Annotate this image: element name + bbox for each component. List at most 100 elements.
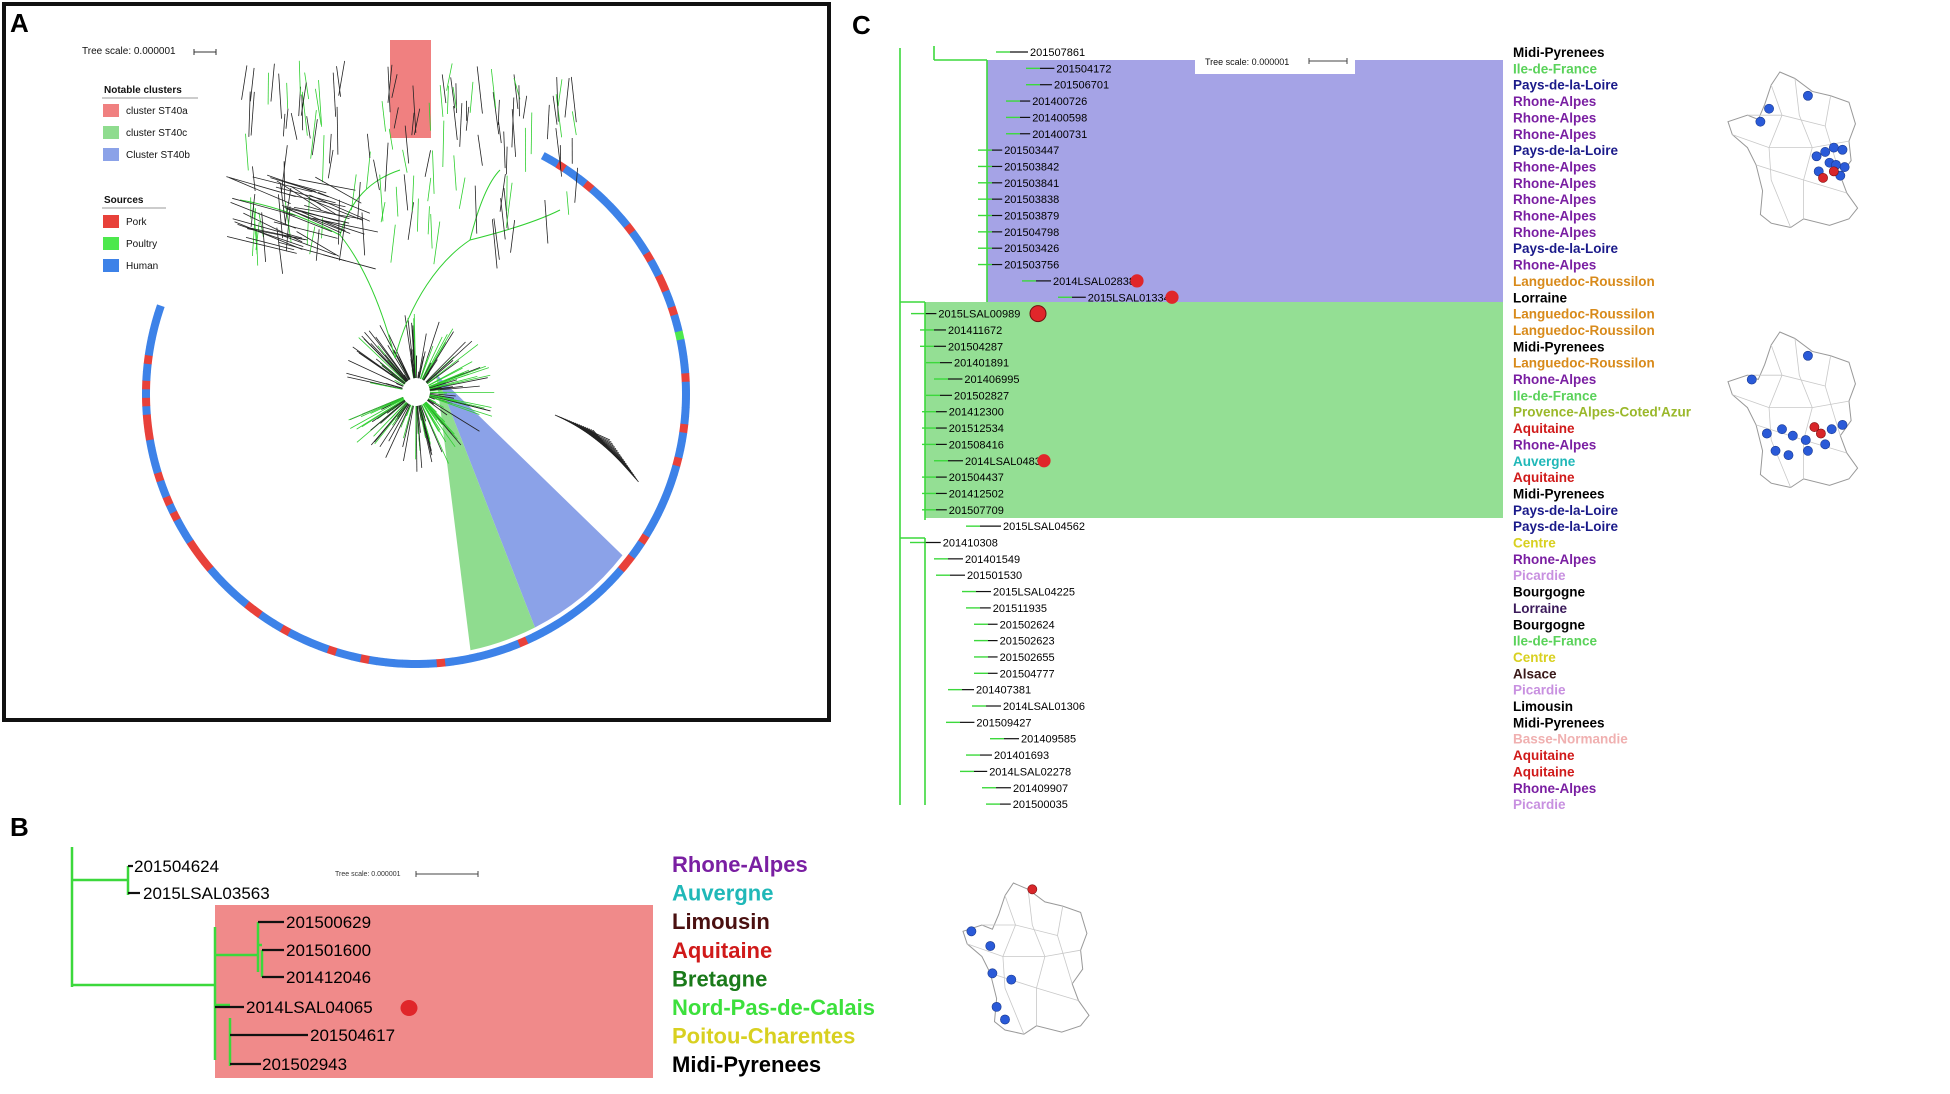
human-isolate-marker bbox=[1838, 420, 1847, 429]
panel-c-region: Rhone-Alpes bbox=[1513, 372, 1596, 387]
tree-branch bbox=[329, 134, 331, 163]
human-isolate-marker bbox=[1803, 446, 1812, 455]
tree-branch bbox=[425, 150, 430, 177]
panel-c-leaf-label: 201409585 bbox=[1021, 734, 1076, 746]
tree-branch bbox=[246, 134, 249, 171]
ring-segment bbox=[385, 658, 395, 667]
tree-branch bbox=[404, 174, 408, 210]
tree-branch bbox=[382, 101, 386, 131]
panel-c-region: Rhone-Alpes bbox=[1513, 225, 1596, 240]
tree-branch bbox=[428, 178, 431, 201]
panel-c-leaf-label: 201400598 bbox=[1032, 112, 1087, 124]
tree-branch bbox=[367, 134, 369, 158]
panel-c-green-highlight bbox=[925, 302, 1503, 518]
panel-c-region: Picardie bbox=[1513, 568, 1566, 583]
panel-c-leaf-label: 201503838 bbox=[1004, 194, 1059, 206]
tree-branch bbox=[531, 113, 532, 155]
legend-swatch-poultry bbox=[103, 237, 119, 250]
legend-label-poultry: Poultry bbox=[126, 239, 157, 250]
tree-branch bbox=[447, 86, 448, 114]
tree-branch bbox=[506, 147, 507, 175]
ring-segment bbox=[444, 657, 454, 666]
tree-branch bbox=[262, 212, 266, 262]
panel-c-region: Bourgogne bbox=[1513, 617, 1585, 632]
human-isolate-marker bbox=[1801, 435, 1810, 444]
circular-phylogenetic-tree bbox=[226, 61, 638, 482]
panel-b-highlight bbox=[215, 905, 653, 1078]
clusters-legend-title: Notable clusters bbox=[104, 85, 182, 96]
panel-b-leaf: 201501600 bbox=[286, 941, 371, 960]
panel-c-region: Rhone-Alpes bbox=[1513, 127, 1596, 142]
tree-branch bbox=[291, 113, 297, 140]
panel-c-region: Bourgogne bbox=[1513, 585, 1585, 600]
tree-branch bbox=[374, 160, 380, 190]
panel-c-leaf-label: 2014LSAL01306 bbox=[1003, 701, 1085, 713]
panel-c-leaf-label: 201503879 bbox=[1004, 211, 1059, 223]
ring-segment bbox=[680, 364, 689, 374]
ring-segment bbox=[145, 431, 154, 441]
panel-c-region: Picardie bbox=[1513, 797, 1566, 812]
tree-branch bbox=[371, 398, 404, 414]
tree-branch bbox=[417, 199, 418, 232]
tree-branch bbox=[385, 143, 388, 192]
panel-b-scale-text: Tree scale: 0.000001 bbox=[335, 871, 401, 878]
human-isolate-marker bbox=[1007, 975, 1016, 984]
panel-c-region: Rhone-Alpes bbox=[1513, 94, 1596, 109]
tree-branch bbox=[454, 155, 456, 190]
tree-branch bbox=[287, 83, 288, 109]
ring-segment bbox=[679, 424, 688, 434]
ring-segment bbox=[402, 660, 411, 668]
panel-c-region: Pays-de-la-Loire bbox=[1513, 503, 1619, 518]
panel-a: A Tree scale: 0.000001 Notable clusters … bbox=[4, 4, 829, 720]
panel-c-region: Centre bbox=[1513, 536, 1556, 551]
tree-branch bbox=[519, 85, 520, 116]
panel-b-france-map bbox=[963, 883, 1089, 1034]
france-outline bbox=[1728, 332, 1858, 488]
panel-c-region: Basse-Normandie bbox=[1513, 732, 1628, 747]
tree-branch bbox=[593, 430, 639, 482]
panel-b-leaf: 201500629 bbox=[286, 913, 371, 932]
ring-segment bbox=[682, 382, 690, 391]
panel-c-region: Languedoc-Roussilon bbox=[1513, 274, 1655, 289]
panel-c-region: Languedoc-Roussilon bbox=[1513, 356, 1655, 371]
panel-c-leaf-label: 2014LSAL04833 bbox=[965, 456, 1047, 468]
tree-branch bbox=[504, 131, 505, 168]
human-isolate-marker bbox=[1827, 425, 1836, 434]
ring-segment bbox=[144, 354, 153, 364]
panel-c-leaf-label: 201503756 bbox=[1004, 260, 1059, 272]
panel-c-region: Provence-Alpes-Coted'Azur bbox=[1513, 405, 1692, 420]
tree-branch bbox=[249, 92, 250, 137]
tree-branch bbox=[297, 231, 339, 256]
panel-a-scale-bar bbox=[194, 49, 216, 55]
panel-c-region: Pays-de-la-Loire bbox=[1513, 519, 1619, 534]
panel-c-leaf-label: 201401891 bbox=[954, 358, 1009, 370]
human-isolate-marker bbox=[1788, 431, 1797, 440]
panel-c-region: Rhone-Alpes bbox=[1513, 781, 1596, 796]
panel-c-region: Pays-de-la-Loire bbox=[1513, 78, 1619, 93]
panel-c-region: Midi-Pyrenees bbox=[1513, 486, 1605, 501]
panel-c-leaf-label: 2014LSAL02278 bbox=[989, 766, 1071, 778]
panel-c-leaf-label: 201506701 bbox=[1054, 80, 1109, 92]
tree-branch bbox=[323, 135, 324, 182]
panel-c-pork-marker bbox=[1037, 454, 1050, 467]
ring-segment bbox=[142, 406, 151, 415]
panel-c-leaf-label: 2015LSAL04562 bbox=[1003, 521, 1085, 533]
pork-isolate-marker bbox=[1818, 173, 1827, 182]
panel-c-leaf-label: 201401549 bbox=[965, 554, 1020, 566]
human-isolate-marker bbox=[1838, 145, 1847, 154]
panel-b-region: Poitou-Charentes bbox=[672, 1024, 855, 1049]
panel-c-leaf-label: 201502827 bbox=[954, 390, 1009, 402]
legend-swatch-human bbox=[103, 259, 119, 272]
panel-c-region: Rhone-Alpes bbox=[1513, 437, 1596, 452]
panel-c-leaf-label: 201503426 bbox=[1004, 243, 1059, 255]
panel-b-region: Auvergne bbox=[672, 881, 773, 906]
panel-c-leaf-label: 201508416 bbox=[949, 439, 1004, 451]
human-isolate-marker bbox=[986, 941, 995, 950]
tree-branch bbox=[478, 135, 482, 166]
tree-branch bbox=[396, 187, 398, 217]
clusters-legend: Notable clusters cluster ST40a cluster S… bbox=[102, 85, 198, 161]
panel-c-leaf-label: 201507861 bbox=[1030, 47, 1085, 59]
pork-isolate-marker bbox=[1829, 167, 1838, 176]
legend-swatch-st40b bbox=[103, 148, 119, 161]
